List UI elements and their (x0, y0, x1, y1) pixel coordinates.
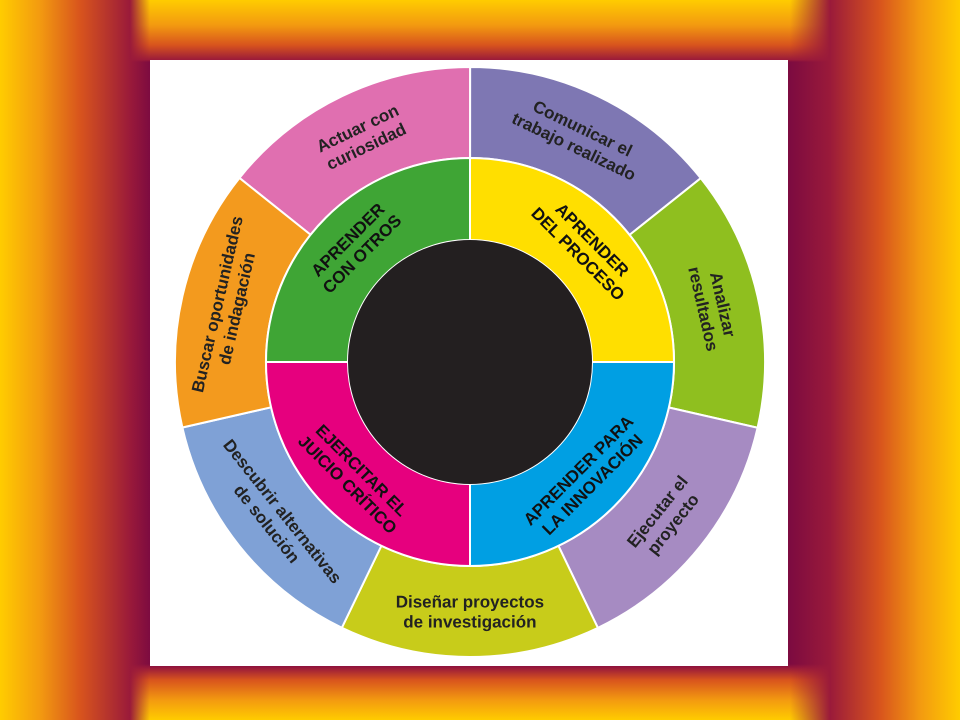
inner-ring (264, 156, 676, 568)
segment-disenar-proyectos-line-1: Diseñar proyectos (396, 592, 544, 611)
center-circle (348, 240, 592, 484)
segment-disenar-proyectos-line-2: de investigación (403, 612, 536, 631)
outer-ring (174, 65, 766, 658)
